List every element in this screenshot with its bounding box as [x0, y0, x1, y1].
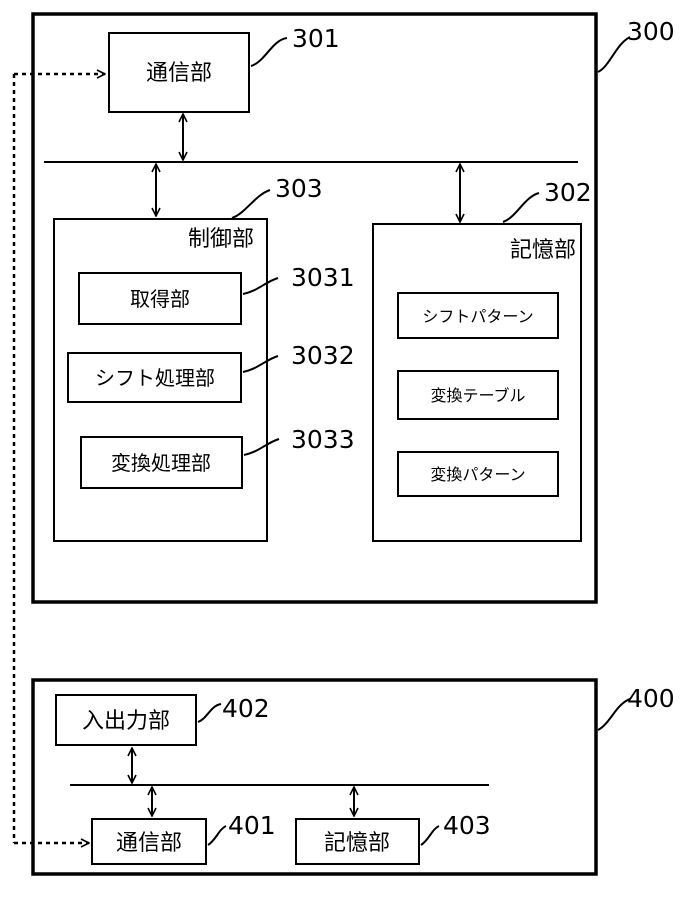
convert-unit-label: 変換処理部 — [111, 451, 211, 475]
convert-unit-leader — [243, 438, 280, 456]
shift-pattern-label: シフトパターン — [422, 307, 533, 326]
convert-unit-ref: 3033 — [291, 425, 355, 454]
shift-pattern-box — [397, 292, 559, 339]
convert-unit-box — [80, 436, 243, 489]
acquire-unit-box — [78, 272, 242, 325]
terminal-io-leader — [197, 703, 222, 723]
control-ref: 303 — [275, 174, 323, 203]
terminal-comm-leader — [207, 825, 227, 846]
server-comm-leader — [250, 37, 288, 67]
shift-unit-leader — [242, 355, 279, 373]
shift-unit-ref: 3032 — [291, 341, 355, 370]
terminal-400-ref: 400 — [627, 684, 675, 713]
convert-table-box — [397, 370, 559, 420]
server-comm-ref: 301 — [292, 24, 340, 53]
terminal-storage-label: 記憶部 — [324, 831, 390, 856]
control-leader — [231, 189, 271, 219]
convert-pattern-label: 変換パターン — [430, 465, 525, 484]
terminal-io-label: 入出力部 — [82, 709, 170, 734]
terminal-storage-box — [295, 818, 420, 865]
shift-unit-box — [67, 352, 242, 403]
server-comm-label: 通信部 — [146, 61, 212, 86]
terminal-comm-box — [91, 818, 207, 865]
server-storage-leader — [502, 192, 540, 223]
terminal-io-box — [55, 694, 197, 746]
control-label: 制御部 — [188, 227, 254, 252]
terminal-storage-leader — [420, 825, 440, 846]
acquire-unit-label: 取得部 — [130, 287, 190, 311]
terminal-comm-ref: 401 — [228, 811, 276, 840]
terminal-storage-ref: 403 — [443, 811, 491, 840]
terminal-comm-label: 通信部 — [116, 831, 182, 856]
acquire-unit-ref: 3031 — [291, 263, 355, 292]
server-storage-label: 記憶部 — [510, 238, 576, 263]
server-300-ref: 300 — [627, 17, 675, 46]
terminal-400-leader — [597, 698, 631, 731]
convert-table-label: 変換テーブル — [430, 386, 525, 405]
shift-unit-label: シフト処理部 — [95, 366, 215, 390]
server-comm-box — [108, 32, 250, 113]
acquire-unit-leader — [242, 277, 279, 295]
server-storage-ref: 302 — [544, 178, 592, 207]
server-300-leader — [597, 36, 631, 73]
convert-pattern-box — [397, 451, 559, 497]
terminal-io-ref: 402 — [222, 694, 270, 723]
